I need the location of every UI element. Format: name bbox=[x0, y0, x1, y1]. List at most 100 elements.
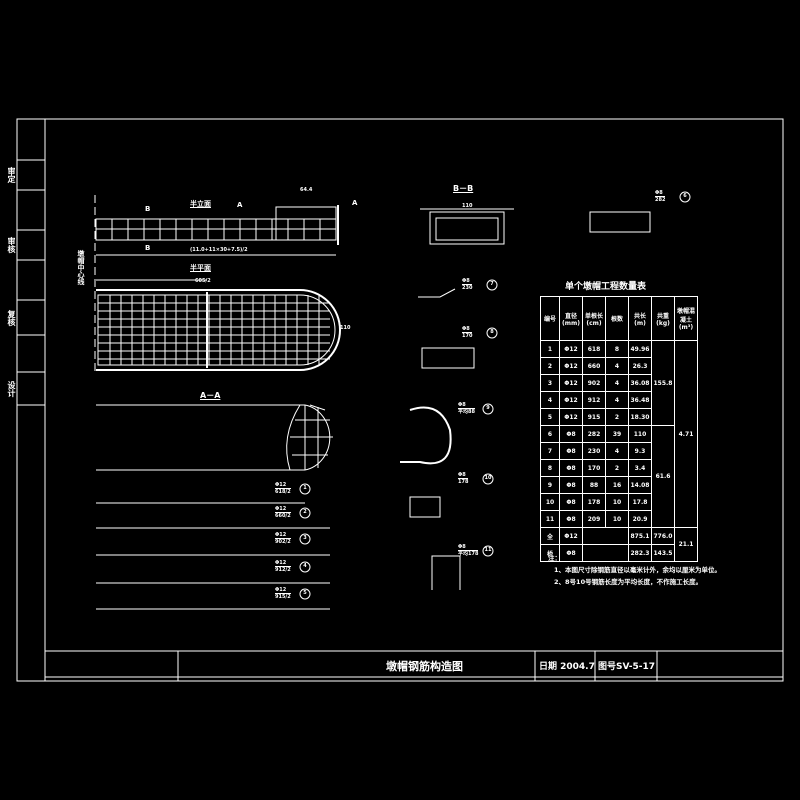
table-cell: 178 bbox=[582, 493, 606, 511]
bar-shapes bbox=[400, 211, 651, 590]
bar-number: 9 bbox=[486, 405, 490, 411]
table-cell: 912 bbox=[582, 391, 606, 409]
table-cell: 4 bbox=[605, 442, 629, 460]
bar-diameter: Φ8 bbox=[462, 326, 470, 332]
bar-balloon bbox=[679, 191, 691, 203]
table-cell: 9.3 bbox=[628, 442, 652, 460]
bar-length: 902/2 bbox=[275, 538, 291, 545]
table-cell: 26.3 bbox=[628, 357, 652, 375]
header-cell: 共长(m) bbox=[628, 296, 652, 341]
note-item: 2、8号10号钢筋长度为平均长度，不作施工长度。 bbox=[554, 578, 703, 586]
table-cell: 18.30 bbox=[628, 408, 652, 426]
bar-balloon bbox=[482, 473, 494, 485]
plan-dimension: 605/2 bbox=[195, 278, 211, 284]
table-cell: 5 bbox=[540, 408, 560, 426]
table-cell: Φ8 bbox=[559, 544, 583, 562]
section-aa-title: A－A bbox=[200, 391, 221, 400]
table-cell: 155.8 bbox=[651, 340, 675, 426]
bar-number: 8 bbox=[490, 329, 494, 335]
bar-number: 1 bbox=[303, 485, 307, 491]
side-label: 设计 bbox=[7, 380, 16, 397]
notes: 注： 1、本图尺寸除钢筋直径以毫米计外，余均以厘米为单位。 2、8号10号钢筋长… bbox=[548, 552, 721, 588]
bar-number: 3 bbox=[303, 535, 307, 541]
table-cell: 10 bbox=[540, 493, 560, 511]
table-cell: Φ12 bbox=[559, 527, 583, 545]
table-cell: 9 bbox=[540, 476, 560, 494]
header-cell: 墩帽混凝土(m³) bbox=[674, 296, 698, 341]
bar-length: 660/2 bbox=[275, 512, 291, 519]
table-cell: 36.48 bbox=[628, 391, 652, 409]
half-elevation-view bbox=[94, 195, 339, 375]
bar-length: 平均178 bbox=[458, 550, 479, 557]
quantity-table: 编号 直径(mm) 单根长(cm) 根数 共长(m) 共重(kg) 墩帽混凝土(… bbox=[540, 296, 698, 562]
side-label: 审定 bbox=[7, 167, 16, 183]
table-cell: 4 bbox=[605, 357, 629, 375]
table-cell: 21.1 bbox=[674, 527, 698, 562]
table-cell: Φ12 bbox=[559, 391, 583, 409]
overall-dimension: (11.0+11×30+7.5)/2 bbox=[190, 247, 248, 253]
header-cell: 根数 bbox=[605, 296, 629, 341]
table-cell bbox=[582, 527, 629, 545]
bb-dimension: 110 bbox=[462, 203, 473, 209]
drawing-date: 日期 2004.7 bbox=[539, 662, 595, 672]
table-cell: Φ12 bbox=[559, 357, 583, 375]
bar-length: 170 bbox=[462, 332, 473, 339]
table-cell: Φ8 bbox=[559, 493, 583, 511]
table-cell: Φ8 bbox=[559, 442, 583, 460]
header-cell: 直径(mm) bbox=[559, 296, 583, 341]
table-cell: 14.08 bbox=[628, 476, 652, 494]
bar-number: 2 bbox=[303, 509, 307, 515]
table-cell: 7 bbox=[540, 442, 560, 460]
bar-length: 平均88 bbox=[458, 408, 475, 415]
table-cell: 618 bbox=[582, 340, 606, 358]
table-cell: 11 bbox=[540, 510, 560, 528]
bar-diameter: Φ12 bbox=[275, 560, 287, 566]
table-cell: 282 bbox=[582, 425, 606, 443]
table-cell: Φ12 bbox=[559, 340, 583, 358]
table-cell: Φ8 bbox=[559, 476, 583, 494]
side-label: 审核 bbox=[7, 237, 16, 253]
half-elevation-title: 半立面 bbox=[190, 200, 211, 208]
table-cell: 230 bbox=[582, 442, 606, 460]
table-cell: 6 bbox=[540, 425, 560, 443]
section-b-mark: B bbox=[145, 205, 151, 213]
bar-diameter: Φ12 bbox=[275, 506, 287, 512]
bar-diameter: Φ12 bbox=[275, 532, 287, 538]
bar-diameter: Φ12 bbox=[275, 587, 287, 593]
table-cell: 4 bbox=[605, 374, 629, 392]
drawing-title: 墩帽钢筋构造图 bbox=[386, 660, 463, 673]
bar-balloon bbox=[299, 483, 311, 495]
table-cell: 2 bbox=[605, 459, 629, 477]
table-cell: 8 bbox=[540, 459, 560, 477]
table-cell: Φ8 bbox=[559, 459, 583, 477]
section-bb-title: B－B bbox=[453, 184, 474, 193]
table-cell: 36.08 bbox=[628, 374, 652, 392]
table-cell: 3 bbox=[540, 374, 560, 392]
bar-length: 178 bbox=[458, 478, 469, 485]
table-cell: 4 bbox=[605, 391, 629, 409]
bar-length: 618/2 bbox=[275, 488, 291, 495]
drawing-number: 图号SV-5-17 bbox=[598, 662, 656, 672]
plan-height-dimension: 110 bbox=[340, 325, 351, 331]
bar-balloon bbox=[486, 279, 498, 291]
section-aa-view bbox=[96, 404, 333, 610]
bar-diameter: Φ8 bbox=[458, 402, 466, 408]
table-cell: 全 bbox=[540, 527, 560, 545]
table-cell: Φ8 bbox=[559, 510, 583, 528]
bar-balloon bbox=[482, 545, 494, 557]
table-cell: 4 bbox=[540, 391, 560, 409]
bar-length: 915/2 bbox=[275, 593, 291, 600]
bar-number: 10 bbox=[484, 475, 492, 481]
side-label: 复核 bbox=[7, 309, 16, 326]
table-cell: 875.1 bbox=[628, 527, 652, 545]
